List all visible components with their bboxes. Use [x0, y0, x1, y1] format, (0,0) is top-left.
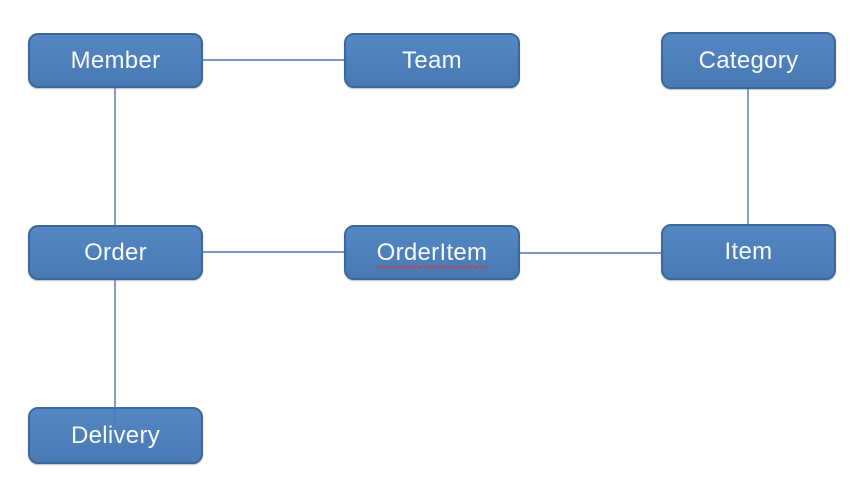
node-member-label: Member: [70, 46, 161, 74]
node-order-label: Order: [84, 238, 147, 266]
node-delivery-label: Delivery: [70, 421, 161, 449]
node-orderitem-label: OrderItem: [376, 238, 488, 266]
node-item[interactable]: Item: [661, 224, 836, 280]
node-member[interactable]: Member: [28, 33, 203, 88]
node-category[interactable]: Category: [661, 32, 836, 89]
node-team[interactable]: Team: [344, 33, 520, 88]
node-team-label: Team: [402, 46, 462, 74]
node-orderitem[interactable]: OrderItem: [344, 225, 520, 280]
node-category-label: Category: [698, 46, 799, 74]
node-item-label: Item: [724, 238, 773, 265]
node-delivery[interactable]: Delivery: [28, 407, 203, 464]
node-order[interactable]: Order: [28, 225, 203, 280]
